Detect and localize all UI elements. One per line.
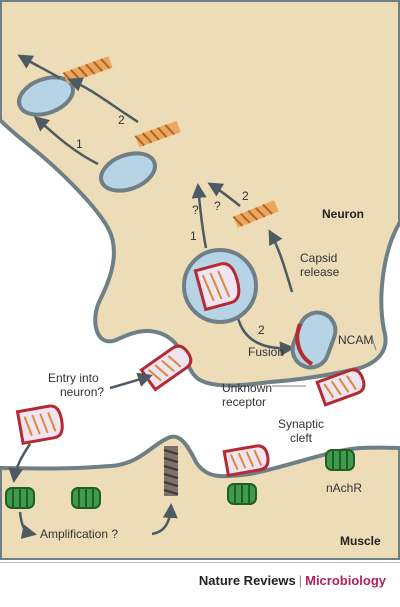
capsid-release-label-line1: Capsid [300,251,337,265]
fusion-route-marker: 2 [258,323,265,337]
neuron-cell [0,0,400,388]
unknown-marker-b: ? [214,199,221,213]
unknown-marker-a: ? [192,203,199,217]
soma-route-1-marker: 1 [190,229,197,243]
muscle-cell [0,434,400,560]
ncam-pointer [371,337,377,351]
fusion-label: Fusion [248,345,284,359]
footer-rule [0,562,400,563]
soma-arrow-route-1 [191,183,208,249]
capsid-release-arrow [268,229,294,293]
nachr-receptor [5,487,35,509]
axon-vesicle-lower [99,151,157,193]
muscle-nucleocapsid [163,446,179,496]
synaptic-cleft-label-line2: cleft [290,431,313,445]
endosome-virion [193,262,241,312]
axon-arrow-top [17,54,61,80]
ncam-label: NCAM [338,333,373,347]
muscle-label: Muscle [340,534,381,548]
amplification-to-nucleocapsid-arrow [151,503,178,536]
axon-arrow-route-2 [67,77,139,124]
entry-label-line2: neuron? [60,385,104,399]
nachr-receptor [325,449,355,471]
nachr-receptor [227,483,257,505]
journal-separator: | [298,573,303,588]
virion-to-muscle-arrow [8,443,32,483]
ncam-membrane [295,323,314,366]
axon-arrow-route-1 [33,116,99,166]
journal-subject: Microbiology [305,573,386,588]
amplification-arrow [18,511,37,539]
amplification-label: Amplification ? [40,527,118,541]
axon-route-1-marker: 1 [76,137,83,151]
synaptic-cleft-label-line1: Synaptic [278,417,324,431]
entering-virion [139,344,193,392]
capsid-release-label-line2: release [300,265,340,279]
soma-route-2-marker: 2 [242,189,249,203]
extracellular-virion [15,404,64,445]
released-capsid [232,200,279,228]
nachr-label: nAchR [326,481,362,495]
soma-arrow-route-2 [207,182,241,207]
entry-question-arrow [109,372,153,390]
journal-credit: Nature Reviews|Microbiology [199,573,386,588]
unknown-receptor-label-line2: receptor [222,395,266,409]
released-capsid [62,56,113,84]
neuron-label: Neuron [322,207,364,221]
entry-label-line1: Entry into [48,371,99,385]
released-capsid [134,120,181,148]
axon-route-2-marker: 2 [118,113,125,127]
unknown-receptor-label-line1: Unknown [222,381,272,395]
journal-name: Nature Reviews [198,573,296,588]
receptor-bound-virion [315,368,366,407]
cleft-virion [222,444,270,478]
fusion-arrow [236,317,295,357]
rabies-entry-diagram: Neuron Muscle Capsid release NCAM Fusion… [0,0,400,560]
nachr-receptor [71,487,101,509]
